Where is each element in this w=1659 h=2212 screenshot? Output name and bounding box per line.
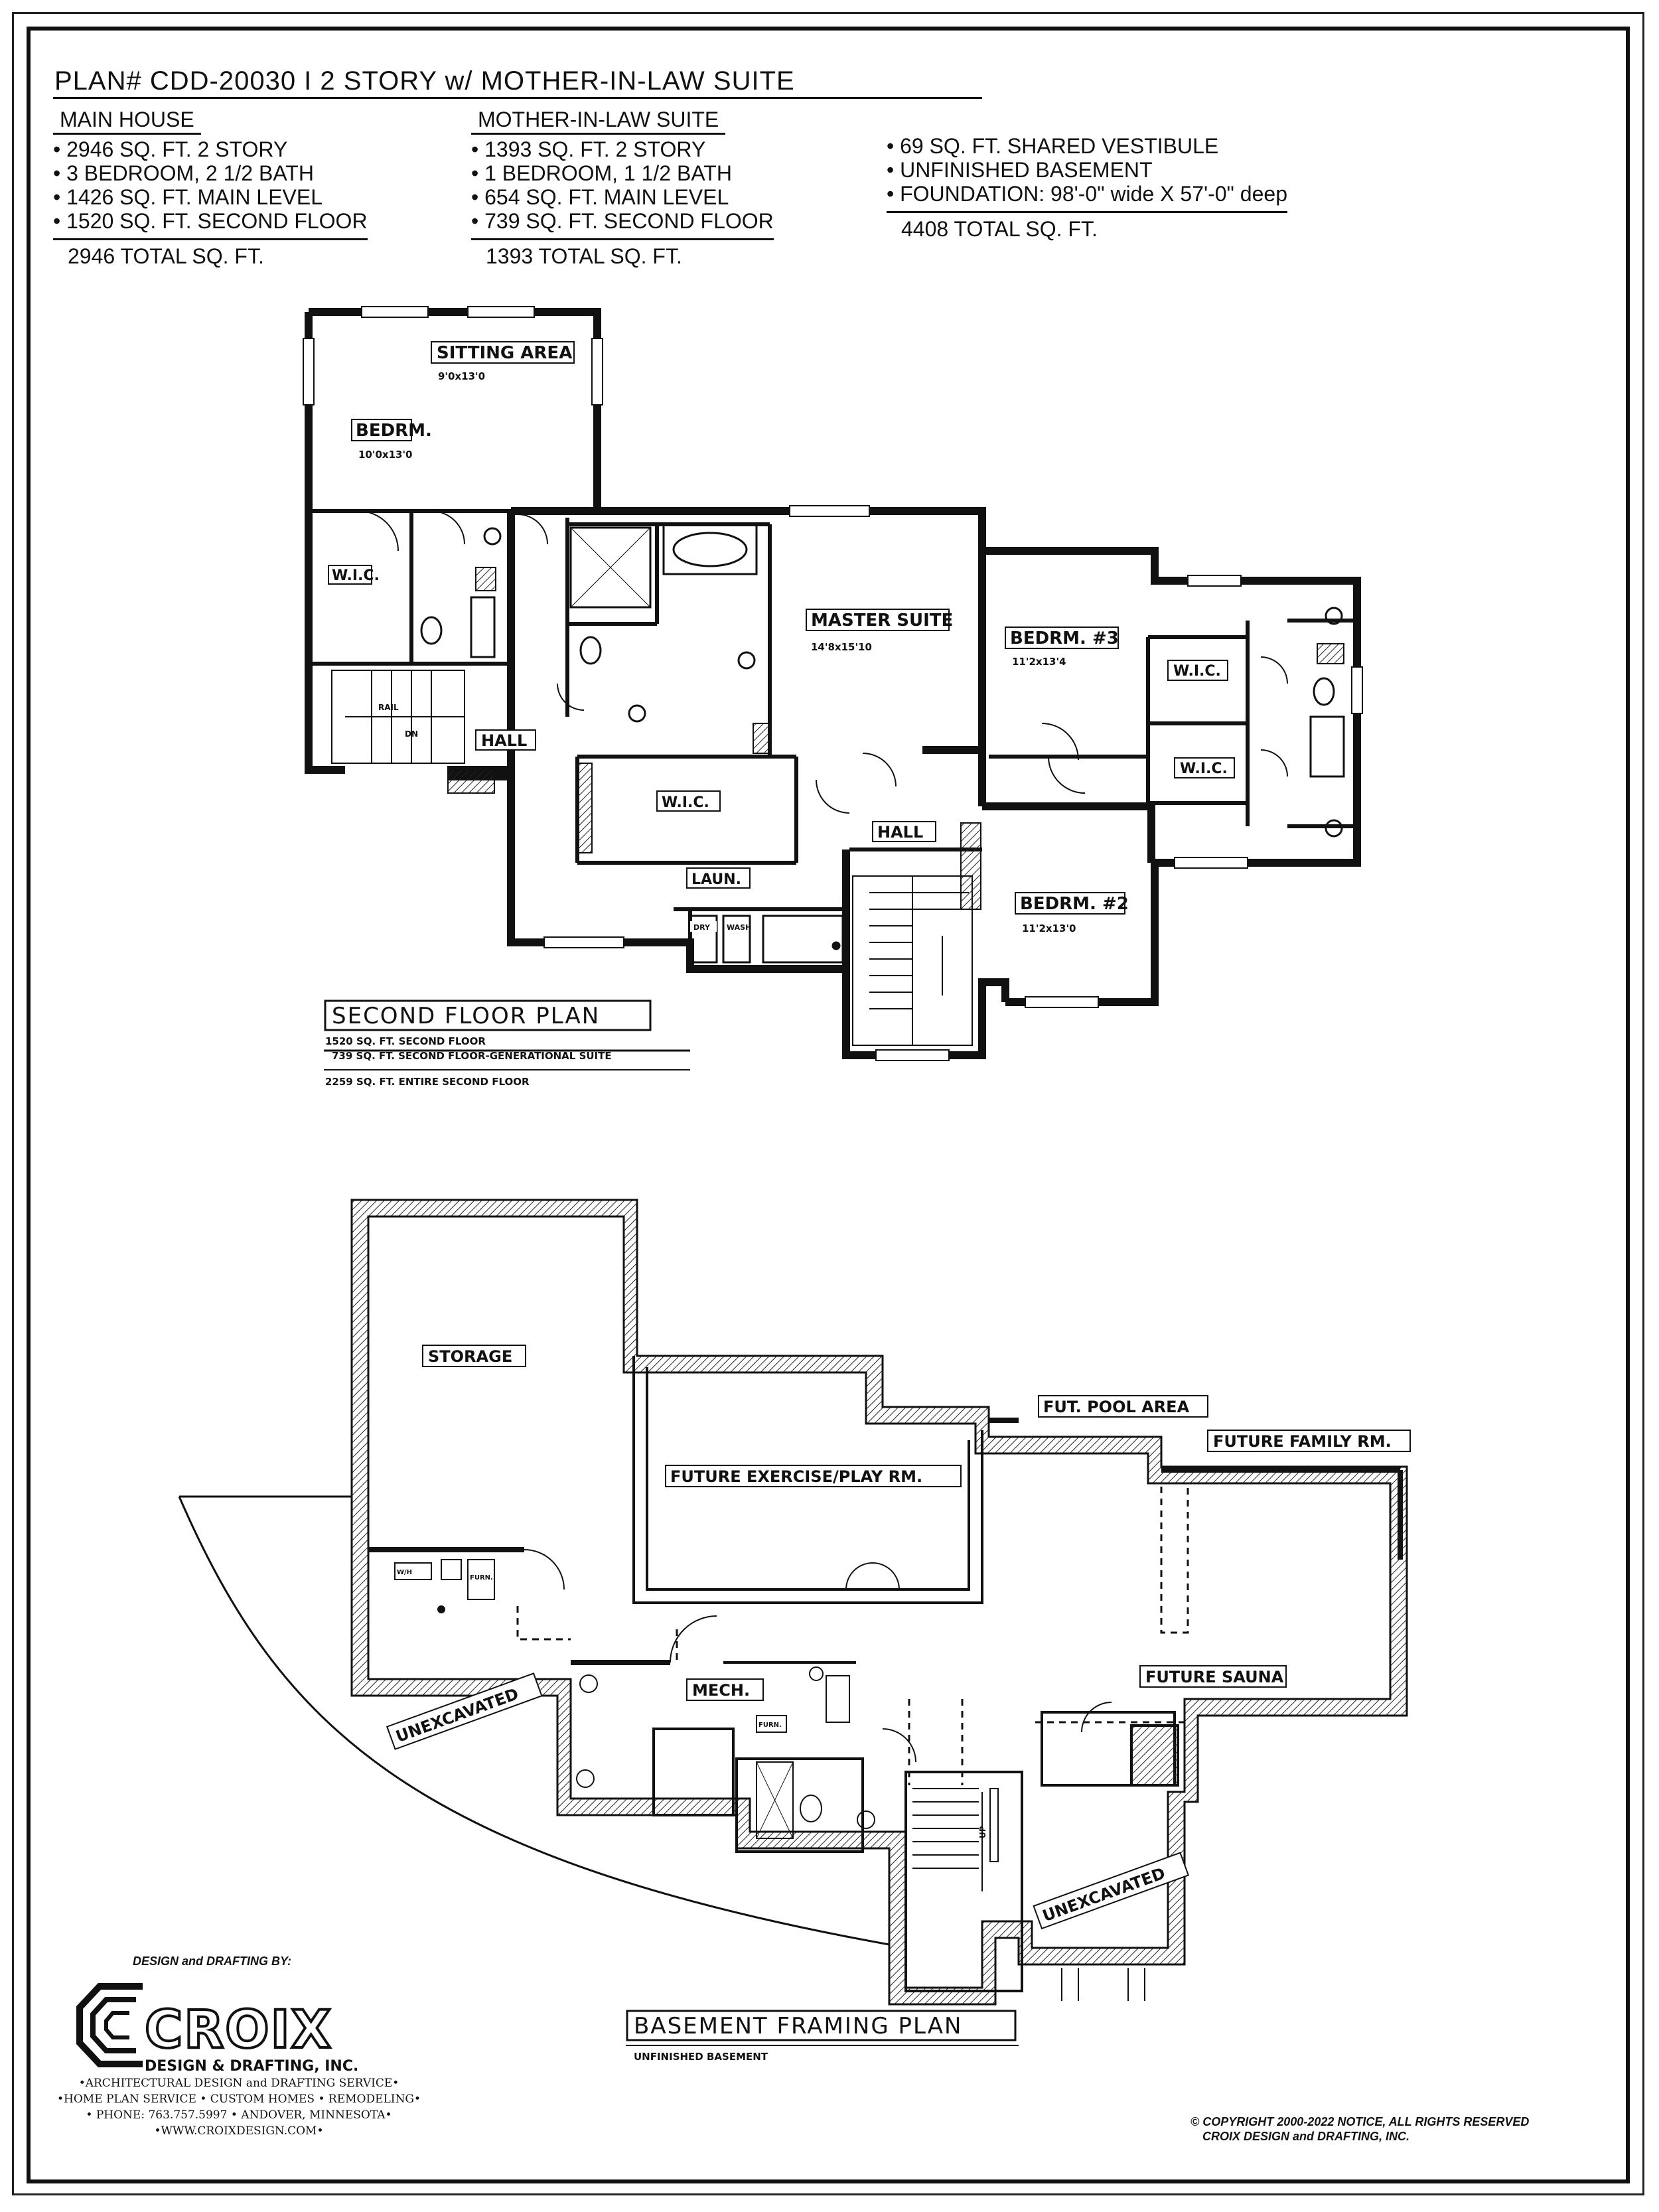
room-dim-master: 14'8x15'10 — [811, 641, 872, 653]
mil-suite-column: MOTHER-IN-LAW SUITE • 1393 SQ. FT. 2 STO… — [471, 108, 774, 268]
design-by-label: DESIGN and DRAFTING BY: — [133, 1954, 292, 1968]
logo-wordmark: CROIX — [145, 2000, 332, 2060]
room-label-storage: STORAGE — [428, 1347, 512, 1366]
stair-rail-label: RAIL — [378, 703, 399, 712]
mil-suite-item: • 654 SQ. FT. MAIN LEVEL — [471, 185, 729, 209]
mil-suite-total: 1393 TOTAL SQ. FT. — [471, 238, 774, 268]
second-floor-plan — [303, 306, 1363, 1061]
main-house-item: • 3 BEDROOM, 2 1/2 BATH — [53, 161, 314, 185]
wh-label: W/H — [397, 1569, 412, 1576]
logo-subtitle: DESIGN & DRAFTING, INC. — [145, 2058, 358, 2075]
room-label-sauna: FUTURE SAUNA — [1145, 1668, 1284, 1686]
room-label-wic: W.I.C. — [332, 567, 380, 584]
basement-stairs — [912, 1788, 983, 1891]
room-dim-bedroom-3: 11'2x13'4 — [1012, 656, 1066, 668]
second-floor-labels — [328, 341, 1235, 932]
copyright-line: © COPYRIGHT 2000-2022 NOTICE, ALL RIGHTS… — [1190, 2115, 1530, 2128]
stair-dn-label: DN — [405, 729, 418, 739]
shared-item: • UNFINISHED BASEMENT — [887, 158, 1153, 182]
basement-interior-walls — [368, 1356, 1403, 1992]
room-label-hall: HALL — [481, 731, 527, 750]
main-house-total: 2946 TOTAL SQ. FT. — [53, 238, 368, 268]
washer-label: WASH — [727, 923, 751, 932]
room-dim-bedroom-2: 11'2x13'0 — [1022, 922, 1076, 934]
shared-column: • 69 SQ. FT. SHARED VESTIBULE • UNFINISH… — [887, 134, 1287, 241]
second-floor-doors — [358, 510, 1288, 814]
room-label-sitting: SITTING AREA — [437, 343, 572, 363]
room-dim-sitting: 9'0x13'0 — [438, 370, 485, 382]
main-house-column: MAIN HOUSE • 2946 SQ. FT. 2 STORY • 3 BE… — [53, 108, 368, 268]
basement-title: BASEMENT FRAMING PLAN — [634, 2013, 962, 2039]
furnace-label: FURN. — [470, 1574, 493, 1582]
room-label-bedroom-2: BEDRM. #2 — [1020, 894, 1129, 914]
basement-plan — [178, 1199, 1411, 2006]
mil-suite-item: • 739 SQ. FT. SECOND FLOOR — [471, 209, 774, 233]
basement-doors — [524, 1549, 1112, 1763]
shared-total: 4408 TOTAL SQ. FT. — [887, 211, 1287, 241]
services-line: • PHONE: 763.757.5997 • ANDOVER, MINNESO… — [86, 2108, 392, 2122]
second-floor-fixtures — [420, 523, 1345, 964]
basement-title-text: BASEMENT FRAMING PLAN UNFINISHED BASEMEN… — [634, 2013, 962, 2063]
room-label-wic: W.I.C. — [1173, 663, 1221, 680]
room-label-hall: HALL — [877, 823, 923, 842]
basement-subtitle: UNFINISHED BASEMENT — [634, 2051, 768, 2063]
room-label-family: FUTURE FAMILY RM. — [1213, 1432, 1392, 1451]
services-line: •WWW.CROIXDESIGN.COM• — [154, 2124, 324, 2138]
outer-border — [12, 12, 1644, 2195]
second-floor-note-1: 1520 SQ. FT. SECOND FLOOR — [325, 1035, 486, 1047]
mil-suite-heading: MOTHER-IN-LAW SUITE — [471, 108, 726, 135]
copyright-line: CROIX DESIGN and DRAFTING, INC. — [1202, 2130, 1410, 2143]
services-line: •HOME PLAN SERVICE • CUSTOM HOMES • REMO… — [57, 2093, 421, 2106]
services-line: •ARCHITECTURAL DESIGN and DRAFTING SERVI… — [78, 2077, 399, 2090]
second-floor-title-text: SECOND FLOOR PLAN 1520 SQ. FT. SECOND FL… — [325, 1003, 612, 1088]
inner-border — [27, 27, 1630, 2183]
room-label-bedrm: BEDRM. — [356, 421, 432, 441]
furnace-label: FURN. — [758, 1722, 782, 1729]
second-floor-chases — [475, 567, 1344, 910]
room-label-exercise: FUTURE EXERCISE/PLAY RM. — [670, 1467, 922, 1486]
second-floor-stairs — [331, 670, 973, 1046]
room-label-wic: W.I.C. — [662, 794, 709, 811]
room-label-bedroom-3: BEDRM. #3 — [1010, 628, 1119, 648]
room-label-mech: MECH. — [692, 1681, 750, 1700]
main-house-item: • 1520 SQ. FT. SECOND FLOOR — [53, 209, 368, 233]
second-floor-title: SECOND FLOOR PLAN — [332, 1003, 600, 1029]
basement-title-block — [626, 2010, 1019, 2046]
basement-footings — [1061, 1968, 1145, 2001]
room-dim-bedrm: 10'0x13'0 — [358, 449, 412, 461]
second-floor-note-2: 739 SQ. FT. SECOND FLOOR-GENERATIONAL SU… — [332, 1050, 612, 1062]
second-floor-text: SITTING AREA 9'0x13'0 BEDRM. 10'0x13'0 W… — [332, 343, 1228, 934]
room-label-master: MASTER SUITE — [811, 611, 953, 630]
mil-suite-item: • 1393 SQ. FT. 2 STORY — [471, 137, 706, 161]
second-floor-title-block — [324, 999, 690, 1070]
dryer-label: DRY — [693, 923, 711, 932]
shared-item: • 69 SQ. FT. SHARED VESTIBULE — [887, 134, 1219, 158]
unexcavated-boundary — [178, 1495, 890, 1946]
room-label-pool: FUT. POOL AREA — [1043, 1398, 1190, 1416]
second-floor-windows — [303, 306, 1363, 1061]
title-underline — [53, 97, 982, 99]
copyright-block: © COPYRIGHT 2000-2022 NOTICE, ALL RIGHTS… — [1190, 2114, 1529, 2144]
stair-up-label: UP — [978, 1826, 987, 1838]
basement-label-boxes — [422, 1345, 1411, 1701]
main-house-item: • 1426 SQ. FT. MAIN LEVEL — [53, 185, 323, 209]
services-block: •ARCHITECTURAL DESIGN and DRAFTING SERVI… — [53, 2075, 425, 2139]
main-house-heading: MAIN HOUSE — [53, 108, 201, 135]
shared-item: • FOUNDATION: 98'-0" wide X 57'-0" deep — [887, 182, 1287, 206]
basement-fixtures — [394, 1559, 999, 1862]
room-label-laundry: LAUN. — [691, 871, 741, 888]
room-label-wic: W.I.C. — [1180, 761, 1228, 777]
main-house-item: • 2946 SQ. FT. 2 STORY — [53, 137, 288, 161]
second-floor-note-3: 2259 SQ. FT. ENTIRE SECOND FLOOR — [325, 1076, 530, 1088]
mil-suite-item: • 1 BEDROOM, 1 1/2 BATH — [471, 161, 732, 185]
basement-future-walls — [516, 1487, 1189, 1785]
croix-logo: CROIX DESIGN & DRAFTING, INC. — [76, 1983, 358, 2075]
plan-title: PLAN# CDD-20030 I 2 STORY w/ MOTHER-IN-L… — [54, 66, 795, 96]
